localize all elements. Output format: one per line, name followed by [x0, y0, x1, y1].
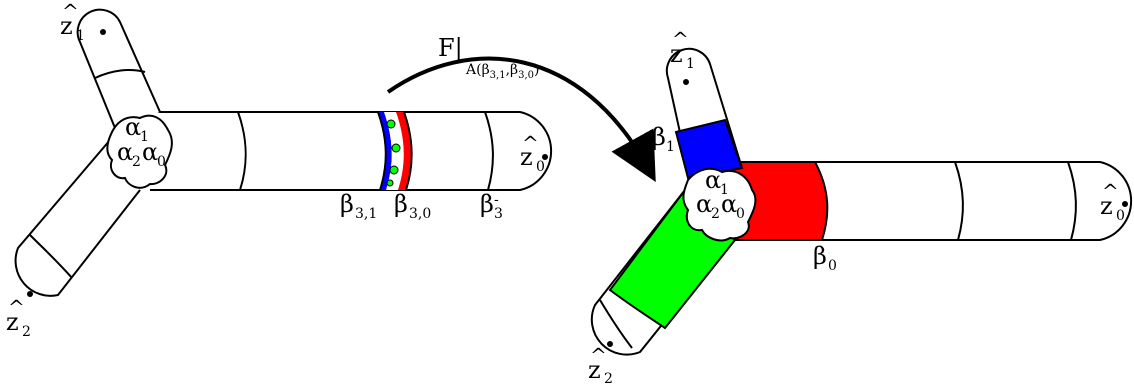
label-z1-right: z [670, 40, 683, 68]
right-labels: ^ z 1 ^ z 0 ^ z 2 β 1 α 1 α 2 α 0 β 0 [588, 27, 1125, 387]
right-junction [682, 167, 757, 242]
arrow-label-F: F| [438, 34, 463, 63]
label-z1-right-sub: 1 [686, 56, 695, 72]
left-band-outline-1 [377, 111, 387, 191]
label-z0-left-sub: 0 [536, 159, 545, 175]
label-beta31: β [340, 190, 354, 218]
label-beta0: β [813, 242, 827, 270]
right-cut-2 [1067, 161, 1077, 241]
left-green-dot [391, 143, 401, 153]
label-z1-left: z [60, 12, 73, 40]
left-upper-arm [76, 8, 161, 129]
left-green-dot [386, 119, 396, 129]
hat-mark: ^ [522, 131, 539, 155]
arrow-label-subscript: A(β3,1,β3,0) [465, 62, 540, 81]
left-cut-beta3minus [484, 111, 494, 191]
left-lower-arm [14, 139, 141, 297]
arrow-curve [386, 56, 656, 182]
label-alpha2-left: α [117, 138, 133, 166]
label-z2-left: z [6, 308, 19, 336]
label-z2-left-sub: 2 [22, 324, 31, 340]
label-z0-right: z [1100, 192, 1113, 220]
left-blue-band [378, 112, 392, 190]
left-band-outline-2 [403, 111, 413, 191]
label-z2-right: z [588, 356, 601, 383]
label-beta1: β [652, 123, 666, 151]
right-point-z2 [607, 341, 613, 347]
label-beta3minus-sub: 3 [494, 206, 503, 222]
label-beta30-sub: 3,0 [409, 206, 431, 222]
label-alpha0-left-sub: 0 [157, 154, 166, 170]
hat-mark: ^ [672, 27, 689, 51]
left-green-dot [386, 179, 394, 187]
right-cut-1 [954, 161, 964, 241]
right-long-tube [730, 161, 1133, 241]
label-z2-right-sub: 2 [604, 371, 613, 383]
label-z1-left-sub: 1 [76, 28, 85, 44]
label-alpha0-right: α [721, 190, 737, 218]
left-upper-cut [94, 69, 146, 79]
label-beta1-sub: 1 [666, 139, 675, 155]
right-blue-region [674, 118, 744, 180]
label-alpha1-left: α [125, 113, 141, 141]
label-alpha1-right: α [705, 166, 721, 194]
label-alpha1-right-sub: 1 [720, 182, 729, 198]
right-lower-cut [599, 299, 633, 349]
label-beta3minus-sup: - [494, 192, 499, 208]
label-alpha0-right-sub: 0 [736, 206, 745, 222]
hat-mark: ^ [8, 295, 25, 319]
label-alpha2-left-sub: 2 [132, 154, 141, 170]
left-point-z1 [100, 29, 106, 35]
left-green-dot [389, 165, 399, 175]
left-point-z0 [542, 154, 548, 160]
hat-mark: ^ [1102, 179, 1119, 203]
label-z0-left: z [520, 143, 533, 171]
hat-mark: ^ [62, 0, 79, 23]
label-beta30: β [394, 190, 408, 218]
left-long-tube [150, 111, 553, 191]
label-beta0-sub: 0 [828, 258, 837, 274]
label-alpha0-left: α [142, 138, 158, 166]
right-point-z0 [1122, 201, 1128, 207]
label-alpha2-right-sub: 2 [711, 206, 720, 222]
left-cut-1 [237, 111, 247, 191]
map-arrow: F| A(β3,1,β3,0) [386, 34, 656, 182]
right-point-z1 [683, 79, 689, 85]
left-lower-cut [29, 234, 73, 279]
label-beta31-sub: 3,1 [355, 206, 377, 222]
left-figure [14, 8, 553, 297]
label-alpha1-left-sub: 1 [140, 129, 149, 145]
left-labels: ^ z 1 ^ z 0 ^ z 2 α 1 α 2 α 0 β 3,1 β 3,… [6, 0, 545, 340]
left-red-band [396, 112, 412, 190]
left-point-z2 [27, 291, 33, 297]
left-junction [106, 114, 173, 189]
label-z0-right-sub: 0 [1116, 208, 1125, 224]
hat-mark: ^ [590, 343, 607, 367]
right-figure [590, 47, 1133, 356]
label-beta3minus: β [480, 190, 494, 218]
label-alpha2-right: α [696, 190, 712, 218]
